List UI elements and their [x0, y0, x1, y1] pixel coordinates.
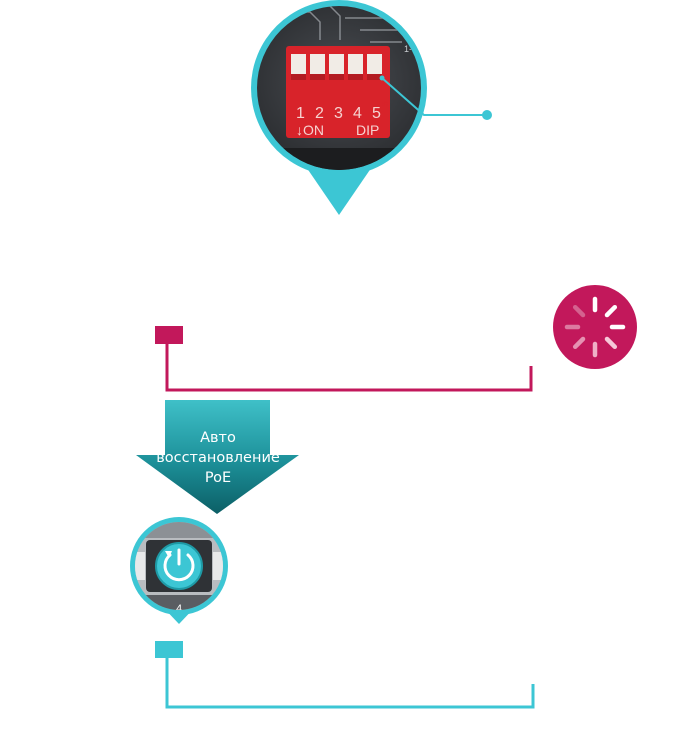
port-number: 4: [176, 603, 182, 615]
dip-on-label: ↓ON: [296, 122, 324, 138]
dip-dip-label: DIP: [356, 122, 379, 138]
dip-pointer-line: [381, 77, 486, 116]
arrow-label: Авто восстановление PoE: [138, 428, 298, 488]
auto-restore-poe-arrow: [136, 400, 299, 514]
teal-marker: [155, 641, 183, 658]
dip-pointer-dot: [482, 110, 492, 120]
dip-number-3: 3: [334, 105, 343, 122]
dip-number-2: 2: [315, 105, 324, 122]
svg-text:1-: 1-: [404, 44, 412, 54]
magenta-bracket: [165, 344, 533, 392]
svg-text:5: 5: [380, 101, 390, 106]
teal-bracket: [165, 658, 535, 709]
dip-number-1: 1: [296, 105, 305, 122]
arrow-label-line-3: PoE: [204, 470, 232, 486]
teal-section: [155, 641, 535, 709]
magenta-section: [155, 285, 637, 392]
loading-spinner-icon: [553, 285, 637, 369]
dip-number-5: 5: [372, 105, 381, 122]
dip-toggles: [291, 54, 382, 80]
arrow-label-line-1: Авто: [200, 430, 236, 446]
arrow-label-line-2: восстановление: [156, 450, 280, 466]
magenta-marker: [155, 326, 183, 344]
dip-switch-bubble: 5 1- 1 2 3 4 5: [251, 0, 492, 215]
port-bubble: 4: [130, 517, 228, 624]
dip-number-4: 4: [353, 105, 362, 122]
power-restore-icon: [155, 542, 203, 590]
